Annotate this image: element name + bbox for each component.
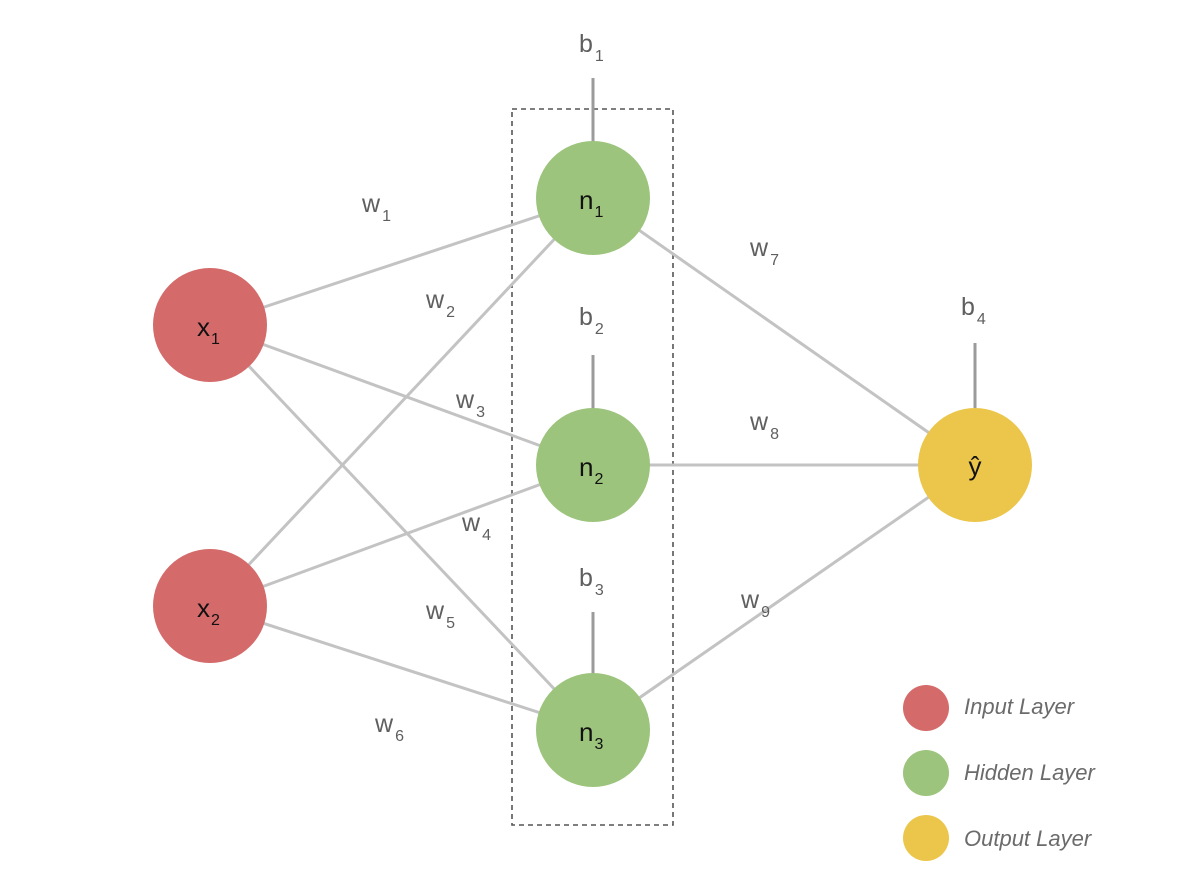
bias-lines	[591, 78, 977, 674]
node-n1	[536, 141, 650, 255]
edge-n3-yhat	[592, 463, 976, 732]
node-x1	[153, 268, 267, 382]
legend-input-swatch	[903, 685, 949, 731]
legend-input-label: Input Layer	[964, 694, 1076, 719]
nodes	[153, 141, 1032, 787]
legend-output-swatch	[903, 815, 949, 861]
edge-n1-yhat	[592, 196, 976, 467]
legend: Input Layer Hidden Layer Output Layer	[903, 685, 1097, 861]
node-n2	[536, 408, 650, 522]
legend-hidden-label: Hidden Layer	[964, 760, 1097, 785]
edges	[208, 196, 976, 732]
edge-x2-n3	[209, 604, 594, 732]
hidden-layer-frame	[511, 108, 674, 826]
node-yhat	[918, 408, 1032, 522]
edge-x2-n1	[208, 196, 595, 608]
node-n3-label: n3	[579, 717, 603, 753]
node-x2	[153, 549, 267, 663]
edge-x1-n3	[208, 323, 595, 732]
node-n3	[536, 673, 650, 787]
edge-x2-n2	[209, 463, 594, 608]
node-yhat-label: ŷ	[969, 451, 982, 481]
edge-x1-n2	[209, 323, 594, 467]
node-n1-label: n1	[579, 185, 603, 221]
legend-hidden-swatch	[903, 750, 949, 796]
node-x1-label: x1	[197, 312, 220, 348]
node-x2-label: x2	[197, 593, 220, 629]
node-n2-label: n2	[579, 452, 603, 488]
legend-output-label: Output Layer	[964, 826, 1093, 851]
edge-x1-n1	[209, 196, 594, 327]
